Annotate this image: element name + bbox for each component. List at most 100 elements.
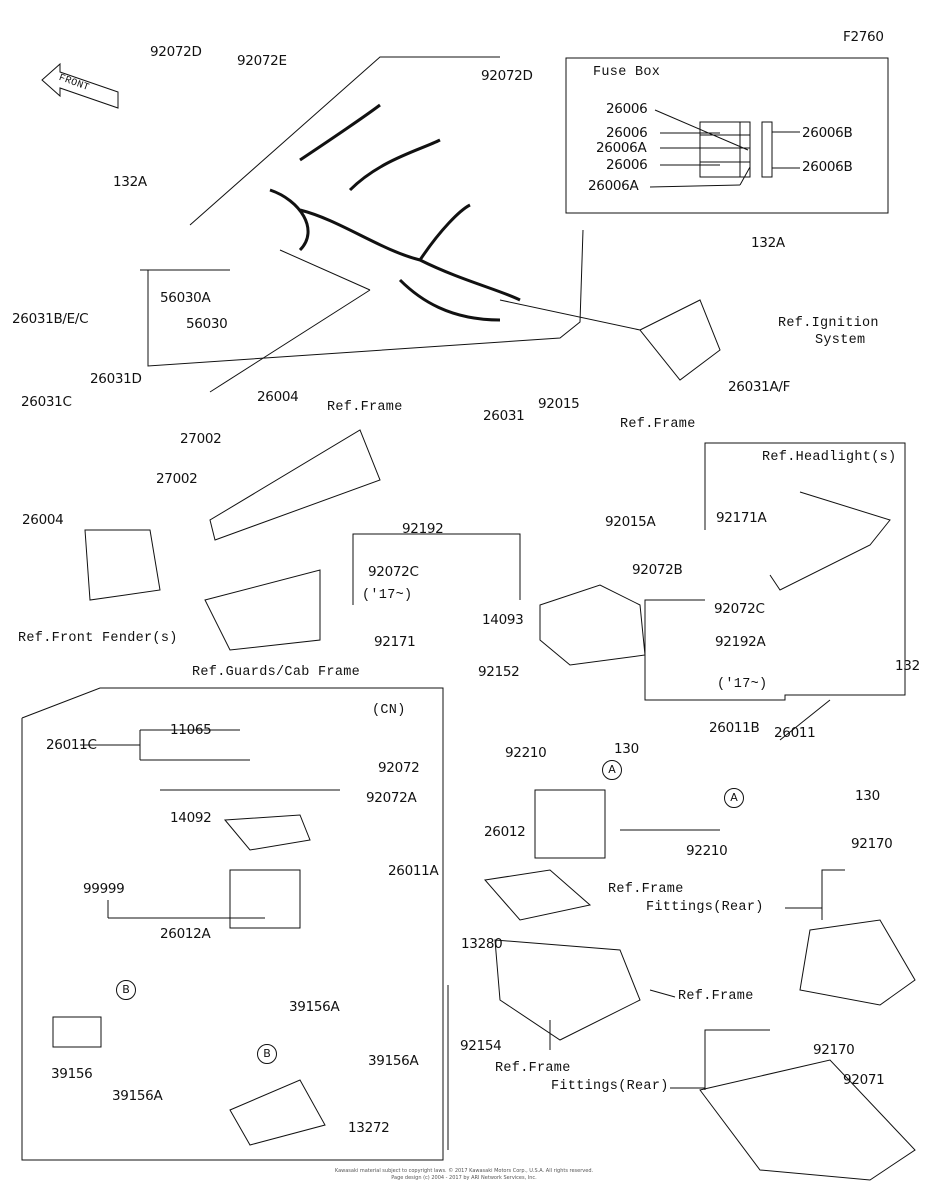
part-label[interactable]: 26006	[606, 125, 648, 141]
part-label[interactable]: 92170	[851, 836, 893, 852]
part-label[interactable]: 39156A	[112, 1088, 163, 1104]
harness-bracket	[147, 229, 584, 367]
part-label[interactable]: 26012	[484, 824, 526, 840]
part-label[interactable]: 26011C	[46, 737, 97, 753]
ref-label: Ref.Front Fender(s)	[18, 631, 178, 646]
part-label[interactable]: 14092	[170, 810, 212, 826]
part-label[interactable]: 26006B	[802, 125, 853, 141]
part-label[interactable]: 92015	[538, 396, 580, 412]
part-label[interactable]: 92072D	[481, 68, 533, 84]
tray-13272	[229, 1079, 326, 1146]
battery-case-14092	[223, 814, 311, 851]
front-arrow-icon	[41, 62, 119, 109]
part-label[interactable]: 26004	[22, 512, 64, 528]
fuse-block	[649, 109, 800, 188]
part-label[interactable]: 92072C	[714, 601, 765, 617]
cn-frame	[21, 687, 444, 1161]
part-label[interactable]: 26031B/E/C	[12, 311, 89, 327]
part-label[interactable]: 39156A	[289, 999, 340, 1015]
note-label: ('17~)	[717, 677, 768, 692]
callout-b: B	[257, 1044, 277, 1064]
ref-label: Ref.Headlight(s)	[762, 450, 897, 465]
part-label[interactable]: 26011A	[388, 863, 439, 879]
part-label[interactable]: 92015A	[605, 514, 656, 530]
part-label[interactable]: 39156	[51, 1066, 93, 1082]
cn-label: (CN)	[372, 703, 406, 718]
ref-label: System	[815, 333, 866, 348]
label-39156	[52, 1016, 102, 1048]
part-label[interactable]: 132A	[751, 235, 785, 251]
page-design-line: Page design (c) 2004 - 2017 by ARI Netwo…	[391, 1175, 537, 1181]
part-label[interactable]: 92072B	[632, 562, 683, 578]
part-label[interactable]: 92192	[402, 521, 444, 537]
part-label[interactable]: 92170	[813, 1042, 855, 1058]
wire-harness-26031	[269, 103, 521, 322]
part-label[interactable]: 92154	[460, 1038, 502, 1054]
ref-label: Ref.Frame	[327, 400, 403, 415]
headlight-frame	[644, 442, 906, 701]
callout-b: B	[116, 980, 136, 1000]
part-label[interactable]: 26006A	[596, 140, 647, 156]
ref-label: Ref.Frame	[495, 1061, 571, 1076]
part-label[interactable]: 14093	[482, 612, 524, 628]
part-label[interactable]: 130	[614, 741, 639, 757]
part-label[interactable]: 132A	[113, 174, 147, 190]
part-label[interactable]: 92152	[478, 664, 520, 680]
part-label[interactable]: 92072	[378, 760, 420, 776]
ref-label: Fittings(Rear)	[646, 900, 764, 915]
callout-a: A	[602, 760, 622, 780]
callout-a: A	[724, 788, 744, 808]
part-label[interactable]: 26031	[483, 408, 525, 424]
part-label[interactable]: 130	[855, 788, 880, 804]
part-label[interactable]: 92192A	[715, 634, 766, 650]
part-label[interactable]: 56030A	[160, 290, 211, 306]
part-label[interactable]: 92072C	[368, 564, 419, 580]
part-label[interactable]: 92171	[374, 634, 416, 650]
part-label[interactable]: 26006	[606, 157, 648, 173]
part-label[interactable]: 26006	[606, 101, 648, 117]
ref-label: Fittings(Rear)	[551, 1079, 669, 1094]
part-label[interactable]: 26006B	[802, 159, 853, 175]
part-label[interactable]: 92210	[686, 843, 728, 859]
part-label[interactable]: 132	[895, 658, 920, 674]
part-label[interactable]: 26006A	[588, 178, 639, 194]
ref-label: Ref.Frame	[608, 882, 684, 897]
ref-label: Ref.Frame	[678, 989, 754, 1004]
part-label[interactable]: 92072D	[150, 44, 202, 60]
part-label[interactable]: 92071	[843, 1072, 885, 1088]
part-label[interactable]: 11065	[170, 722, 212, 738]
part-label[interactable]: 26031A/F	[728, 379, 791, 395]
fuse-box-title: Fuse Box	[593, 65, 661, 80]
note-label: ('17~)	[362, 588, 413, 603]
part-label[interactable]: 92171A	[716, 510, 767, 526]
part-label[interactable]: 26011	[774, 725, 816, 741]
part-label[interactable]: 39156A	[368, 1053, 419, 1069]
ref-label: Ref.Guards/Cab Frame	[192, 665, 361, 680]
part-label[interactable]: 27002	[180, 431, 222, 447]
part-label[interactable]: 99999	[83, 881, 125, 897]
part-label[interactable]: 26031C	[21, 394, 72, 410]
copyright-line: Kawasaki material subject to copyright l…	[334, 1168, 594, 1174]
part-label[interactable]: 13272	[348, 1120, 390, 1136]
tray-13280	[484, 869, 592, 921]
fuse-box-frame	[565, 57, 889, 214]
diagram-code: F2760	[843, 29, 884, 45]
part-label[interactable]: 27002	[156, 471, 198, 487]
battery-box-14093	[539, 584, 646, 666]
part-label[interactable]: 92072A	[366, 790, 417, 806]
part-label[interactable]: 26031D	[90, 371, 142, 387]
part-label[interactable]: 92072E	[237, 53, 287, 69]
battery-26012	[534, 789, 606, 859]
part-label[interactable]: 26012A	[160, 926, 211, 942]
part-label[interactable]: 13280	[461, 936, 503, 952]
part-label[interactable]: 92210	[505, 745, 547, 761]
part-label[interactable]: 26011B	[709, 720, 760, 736]
ref-label: Ref.Frame	[620, 417, 696, 432]
front-arrow: FRONT	[40, 62, 120, 112]
part-label[interactable]: 26004	[257, 389, 299, 405]
part-label[interactable]: 56030	[186, 316, 228, 332]
ref-label: Ref.Ignition	[778, 316, 879, 331]
battery-26012a	[229, 869, 301, 929]
